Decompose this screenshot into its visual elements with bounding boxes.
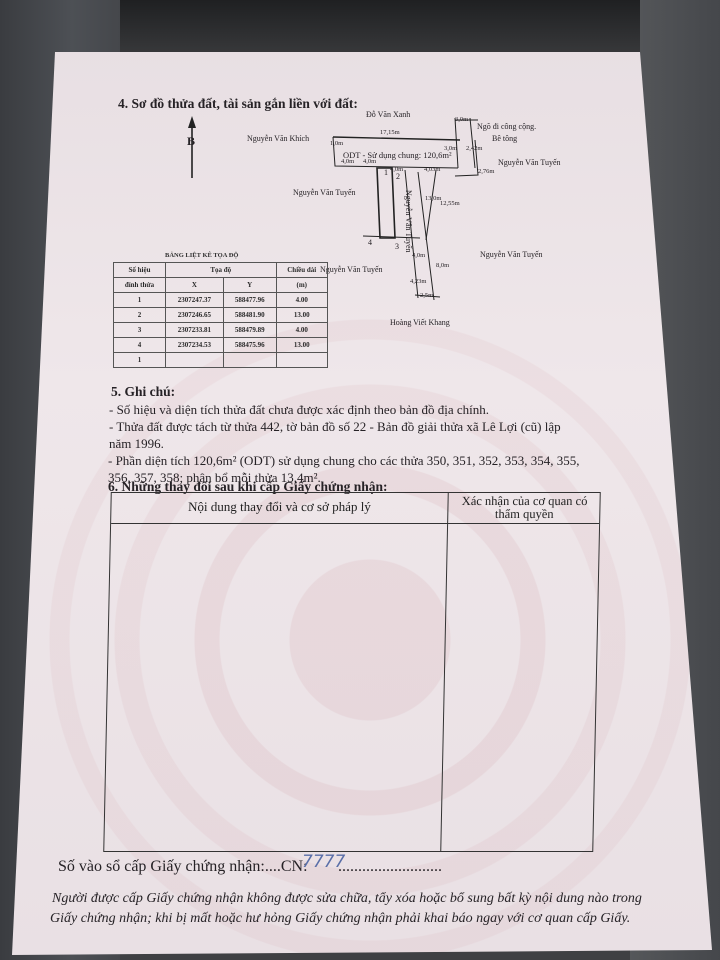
dim-4-23: 4,23m [410,278,427,285]
neighbor-top-left: Nguyễn Văn Khích [247,134,310,143]
register-dots: .......................... [338,858,442,875]
point-3: 3 [395,242,399,251]
neighbor-bottom-left: Nguyễn Văn Tuyến [320,265,383,274]
row-y: 588479.89 [222,322,277,338]
row-y: 588475.96 [222,337,277,353]
section5-heading: 5. Ghi chú: [111,384,176,399]
row-id: 4 [113,337,166,353]
row-id: 2 [113,307,166,323]
dim-17-15: 17,15m [380,129,400,136]
row-y: 588481.90 [222,307,277,323]
point-1: 1 [384,168,388,177]
dim-13-0: 13,0m [425,195,442,202]
point-4: 4 [368,238,372,247]
changes-col-content: Nội dung thay đổi và cơ sở pháp lý [187,499,371,514]
dim-4-03: 4,03m [424,166,441,173]
row-id: 1 [113,292,166,308]
coord-h-y: Y [222,277,277,293]
road-type-label: Bê tông [492,134,518,143]
dim-4-0-b: 4,0m [363,158,377,165]
table-row: 1 [113,352,328,368]
changes-col-confirm: Xác nhận của cơ quan có thẩm quyền [461,494,588,521]
strip-label: Nguyễn Văn Tuyến [404,190,413,253]
dim-3-0-b: 3,0m [444,145,458,152]
dim-2-5: 2,5m [420,292,434,299]
note-line-3: năm 1996. [109,436,164,451]
row-len [275,352,328,368]
table-row: 4 2307234.53 588475.96 13.00 [113,337,328,353]
row-id: 3 [113,322,166,338]
row-len: 4.00 [275,292,328,308]
background-shadow-top [120,0,640,60]
neighbor-right-mid: Nguyễn Văn Tuyến [480,250,543,259]
row-len: 4.00 [275,322,328,338]
neighbor-bottom: Hoàng Viết Khang [390,318,450,327]
coord-h-len-unit: (m) [275,277,328,293]
table-row: 3 2307233.81 588479.89 4.00 [113,322,328,338]
row-len: 13.00 [275,337,328,353]
register-number: 7777 [302,852,346,872]
table-row: 1 2307247.37 588477.96 4.00 [113,292,328,308]
changes-table: Nội dung thay đổi và cơ sở pháp lý Xác n… [103,492,601,852]
warning-line-2: Giấy chứng nhận; khi bị mất hoặc hư hỏng… [50,911,631,926]
dim-4-0-c: 4,0m [390,166,404,173]
note-line-2: - Thửa đất được tách từ thửa 442, tờ bản… [109,419,561,434]
neighbor-right-top: Nguyễn Văn Tuyến [498,158,561,167]
coord-h-point2: đỉnh thửa [113,277,166,293]
row-y: 588477.96 [222,292,277,308]
neighbor-left-mid: Nguyễn Văn Tuyến [293,188,356,197]
warning-line-1: Người được cấp Giấy chứng nhận không đượ… [52,891,642,906]
road-label: Ngõ đi công cộng. [477,122,537,131]
dim-3-0-a: 3,0m [455,116,469,123]
row-x: 2307234.53 [164,337,224,353]
coord-h-len: Chiều dài [275,262,328,278]
parcel-label: ODT - Sử dụng chung: 120,6m² [343,150,452,160]
neighbor-top: Đỗ Văn Xanh [366,110,411,119]
coord-h-coord: Tọa độ [164,262,277,278]
section4-heading: 4. Sơ đồ thửa đất, tài sản gắn liền với … [118,96,358,111]
dim-2-42: 2,42m [466,145,483,152]
row-id: 1 [113,352,166,368]
coord-table: Số hiệu Tọa độ Chiều dài đỉnh thửa X Y (… [113,262,328,368]
north-label: B [187,134,196,148]
table-row: 2 2307246.65 588481.90 13.00 [113,307,328,323]
row-x: 2307246.65 [164,307,224,323]
coord-h-point: Số hiệu [113,262,166,278]
dim-1-0: 1,0m [330,140,344,147]
dim-4-0-d: 4,0m [412,252,426,259]
note-line-1: - Số hiệu và diện tích thửa đất chưa đượ… [109,402,489,417]
coord-h-x: X [164,277,224,293]
row-y [222,352,277,368]
note-line-4: - Phần diện tích 120,6m² (ODT) sử dụng c… [108,453,580,468]
dim-8-0: 8,0m [436,262,450,269]
row-len: 13.00 [275,307,328,323]
row-x: 2307247.37 [164,292,224,308]
section6-heading: 6. Những thay đổi sau khi cấp Giấy chứng… [108,479,388,494]
note-line-5: 356, 357, 358; phân bổ mỗi thửa 13,4m². [108,470,321,485]
coord-table-title: BẢNG LIỆT KÊ TỌA ĐỘ [165,252,239,259]
dim-4-0-a: 4,0m [341,158,355,165]
dim-12-55: 12,55m [440,200,460,207]
dim-2-76: 2,76m [478,168,495,175]
register-label: Số vào sổ cấp Giấy chứng nhận:....CN: [58,858,308,875]
row-x: 2307233.81 [164,322,224,338]
row-x [164,352,224,368]
point-2: 2 [396,172,400,181]
